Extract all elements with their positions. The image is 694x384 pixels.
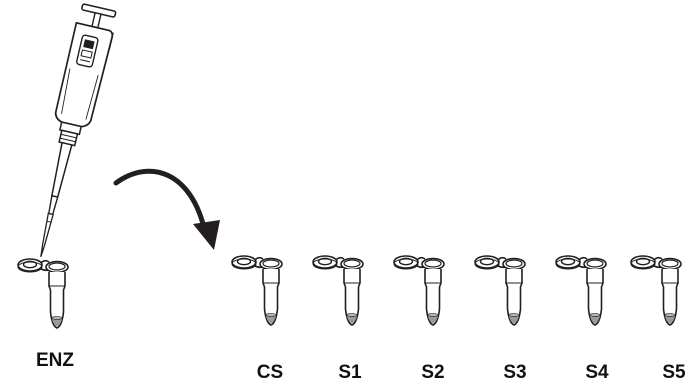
target-tube-label-s1: S1 <box>338 362 362 383</box>
target-tube-s5-icon <box>630 255 682 326</box>
target-tube-cs-icon <box>231 255 283 326</box>
source-tube-label: ENZ <box>36 350 74 371</box>
target-tube-s3-icon <box>474 255 526 326</box>
target-tube-label-cs: CS <box>257 362 283 383</box>
source-tube-icon <box>17 258 69 329</box>
target-tube-label-s5: S5 <box>662 362 686 383</box>
target-tube-s4-icon <box>555 255 607 326</box>
transfer-arrow-icon <box>113 168 220 250</box>
target-tube-label-s3: S3 <box>503 362 526 383</box>
target-tube-s2-icon <box>393 255 445 326</box>
target-tube-label-s4: S4 <box>585 362 609 383</box>
target-tube-s1-icon <box>312 255 364 326</box>
pipette-icon <box>40 3 117 258</box>
target-tube-label-s2: S2 <box>421 362 444 383</box>
